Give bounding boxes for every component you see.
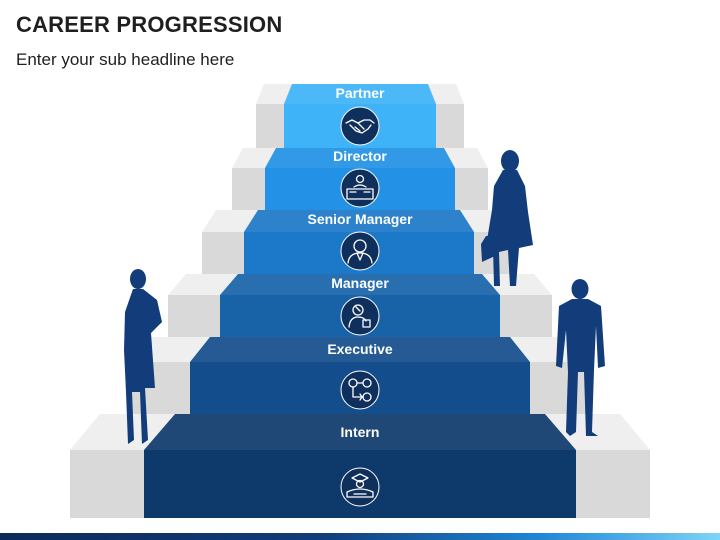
- senior-manager-icon: [340, 231, 380, 271]
- bottom-accent-bar: [0, 533, 720, 540]
- step-label: Senior Manager: [307, 211, 413, 227]
- woman-top-right-silhouette: [481, 150, 533, 286]
- step-landing: [284, 84, 436, 104]
- step-label: Director: [333, 148, 387, 164]
- manager-badge-icon: [340, 296, 380, 336]
- process-gears-icon: [340, 370, 380, 410]
- step-label: Partner: [335, 85, 385, 101]
- step-label: Executive: [327, 341, 393, 357]
- handshake-icon: [340, 106, 380, 146]
- man-right-silhouette: [556, 279, 605, 436]
- woman-left-silhouette: [124, 269, 162, 444]
- step-landing: [190, 337, 530, 362]
- director-desk-icon: [340, 168, 380, 208]
- page-subtitle: Enter your sub headline here: [16, 50, 235, 69]
- step-landing: [244, 210, 474, 232]
- step-label: Intern: [341, 424, 380, 440]
- step-label: Manager: [331, 275, 389, 291]
- step-landing: [144, 414, 576, 450]
- step-landing: [220, 274, 500, 295]
- page-title: CAREER PROGRESSION: [16, 12, 283, 37]
- step-landing: [265, 148, 455, 168]
- graduate-icon: [340, 467, 380, 507]
